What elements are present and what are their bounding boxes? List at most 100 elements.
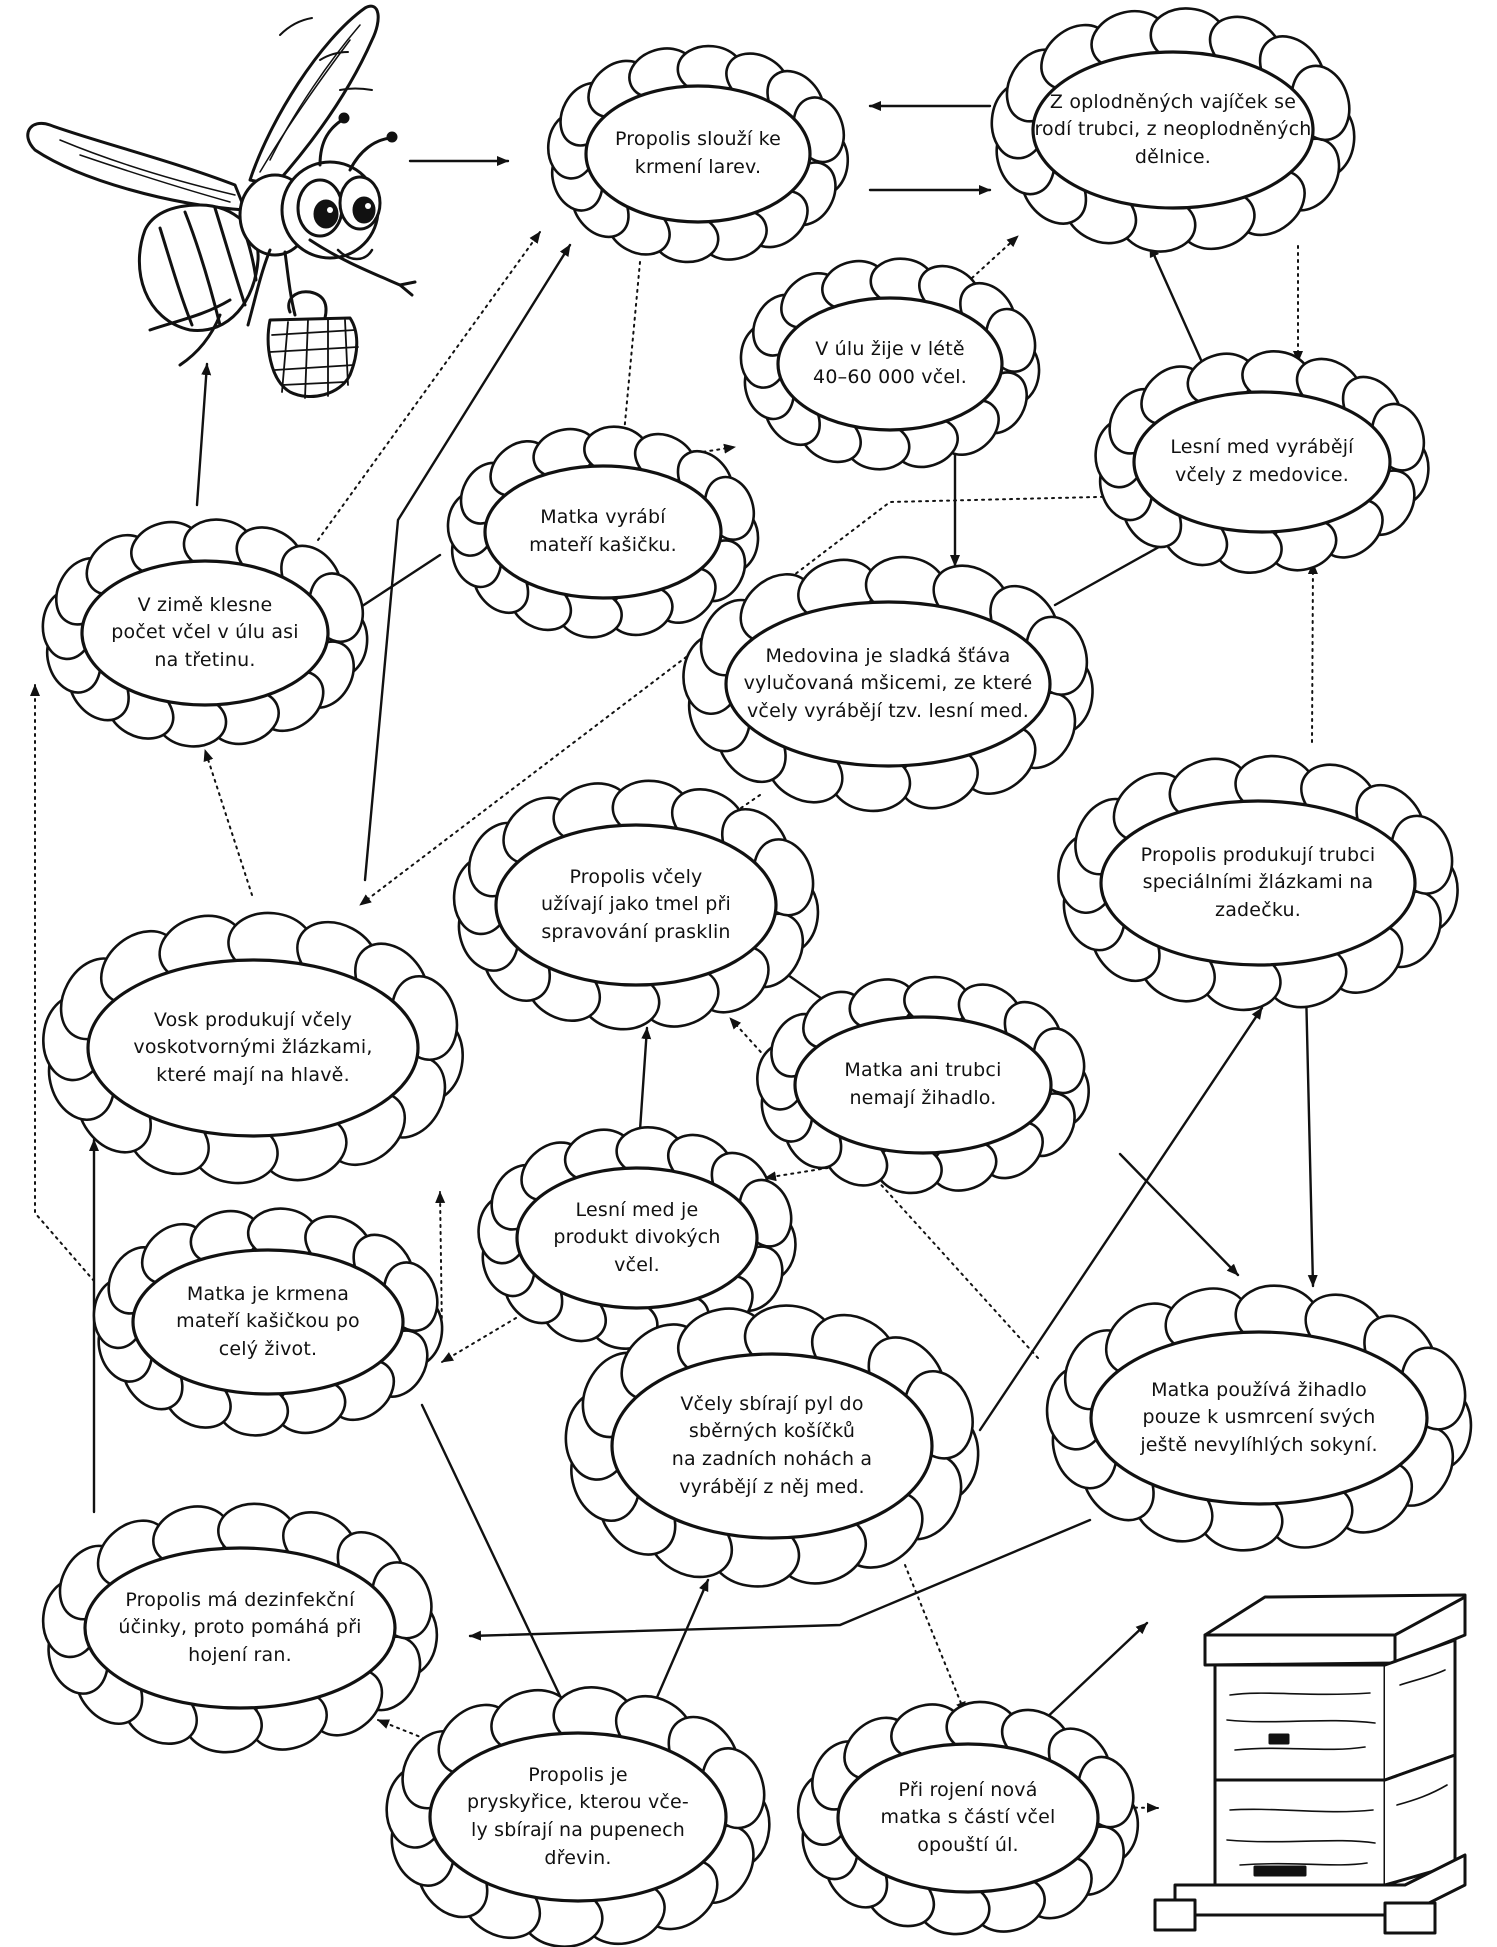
flower-text-line: Propolis má dezinfekční (125, 1588, 355, 1611)
dotted-connector-arrow (971, 235, 1019, 279)
solid-connector-arrow (468, 1518, 1092, 1641)
flower-shape (41, 518, 369, 748)
flower-center (793, 1015, 1053, 1155)
flower-center (776, 296, 1004, 432)
flower-shape (1057, 754, 1459, 1012)
flower-text-line: voskotvornými žlázkami, (133, 1036, 373, 1059)
dotted-connector-arrow (30, 684, 95, 1282)
flower-node-vosk: Vosk produkují včely voskotvornými žlázka… (42, 911, 464, 1185)
flower-text-line: sběrných košíčků (688, 1420, 856, 1443)
solid-connector-arrow (363, 243, 572, 882)
flower-text-line: Matka používá žihadlo (1151, 1378, 1367, 1401)
dotted-connector-arrow (317, 231, 541, 541)
beehive-illustration (1153, 1593, 1467, 1935)
flower-text: Vosk produkují včely voskotvornými žlázka… (61, 956, 445, 1140)
solid-connector-arrow (1053, 536, 1177, 607)
flower-text-line: na zadních nohách a (671, 1448, 873, 1470)
flower-text-line: včely vyrábějí tzv. lesní med. (746, 699, 1030, 722)
flower-node-pri-rojeni: Při rojení nová matka s částí včel opouští… (792, 1698, 1144, 1938)
flower-text-line: ještě nevylíhlých sokyní. (1140, 1433, 1378, 1456)
flower-text-line: Propolis slouží ke (614, 128, 782, 151)
flower-text-line: pryskyřice, kterou vče- (467, 1791, 689, 1814)
flower-text-line: 40–60 000 včel. (813, 366, 967, 388)
flower-text-line: dělnice. (1134, 145, 1212, 168)
flower-shape (990, 7, 1356, 253)
flower-center (836, 1742, 1100, 1894)
flower-center (494, 823, 778, 987)
flower-text-line: matka s částí včel (880, 1806, 1056, 1829)
flower-text-line: vyrábějí z něj med. (679, 1475, 865, 1498)
flower-text-line: které mají na hlavě. (156, 1063, 350, 1086)
flower-shape (1094, 350, 1430, 574)
flower-text-line: opouští úl. (917, 1833, 1019, 1856)
flower-text-line: Propolis produkují trubci (1140, 843, 1376, 866)
flower-text-line: Lesní med je (575, 1198, 699, 1221)
dotted-connector-arrow (729, 1017, 1039, 1359)
flower-text-line: počet včel v úlu asi (111, 621, 299, 644)
flower-text-line: Včely sbírají pyl do (680, 1392, 864, 1415)
dotted-connector-arrow (618, 261, 641, 456)
flower-text-line: Vosk produkují včely (153, 1008, 353, 1031)
solid-connector-arrow (638, 1026, 652, 1132)
flower-text-line: včel. (614, 1253, 660, 1276)
flower-text-line: Matka ani trubci (844, 1059, 1002, 1082)
flower-center (483, 464, 723, 600)
flower-node-propolis-dezinfekcni: Propolis má dezinfekční účinky, proto pom… (39, 1502, 441, 1754)
dotted-connector-arrow (1307, 562, 1318, 743)
flower-center (1089, 1330, 1429, 1506)
flower-shape (446, 425, 760, 639)
flower-text-line: V úlu žije v létě (815, 338, 965, 361)
flower-center (1099, 799, 1417, 967)
dotted-connector-arrow (435, 1191, 446, 1333)
flower-text: V úlu žije v létě 40–60 000 včel. (740, 294, 1040, 434)
flower-text-line: Propolis včely (569, 865, 703, 888)
flower-text-line: celý život. (218, 1337, 318, 1360)
flower-center (80, 559, 330, 707)
flower-center (428, 1731, 728, 1903)
bee-illustration (26, 4, 417, 399)
flower-text-line: Propolis je (528, 1763, 628, 1786)
flower-center (515, 1166, 759, 1310)
flower-node-vcely-pyl: Včely sbírají pyl do sběrných košíčků na z… (564, 1304, 980, 1588)
flower-text-line: na třetinu. (154, 648, 256, 671)
flower-center (83, 1546, 397, 1710)
flower-text-line: Medovina je sladká šťáva (765, 644, 1011, 667)
flower-center (131, 1248, 405, 1396)
flower-text-line: mateří kašičku. (529, 534, 677, 556)
flower-shape (739, 257, 1041, 471)
solid-connector-arrow (420, 1403, 572, 1719)
dotted-connector-arrow (904, 1564, 966, 1714)
flower-text-line: účinky, proto pomáhá při (118, 1616, 362, 1639)
flower-text-line: spravování prasklin (541, 920, 731, 943)
flower-text-line: Při rojení nová (898, 1778, 1038, 1801)
flower-shape (682, 555, 1094, 813)
flower-shape (452, 779, 820, 1031)
flower-text-line: hojení ran. (188, 1643, 292, 1666)
dotted-connector-arrow (203, 749, 253, 896)
flower-shape (756, 975, 1090, 1195)
solid-connector-arrow (195, 362, 212, 507)
flower-shape (477, 1126, 797, 1350)
flower-center (584, 84, 812, 224)
flower-text-line: nemají žihadlo. (849, 1087, 997, 1109)
flower-text-line: Matka je krmena (186, 1282, 350, 1305)
flower-shape (41, 1502, 439, 1754)
flower-text-line: včely z medovice. (1175, 464, 1349, 486)
flower-node-v-ulu: V úlu žije v létě 40–60 000 včel. (732, 252, 1048, 476)
